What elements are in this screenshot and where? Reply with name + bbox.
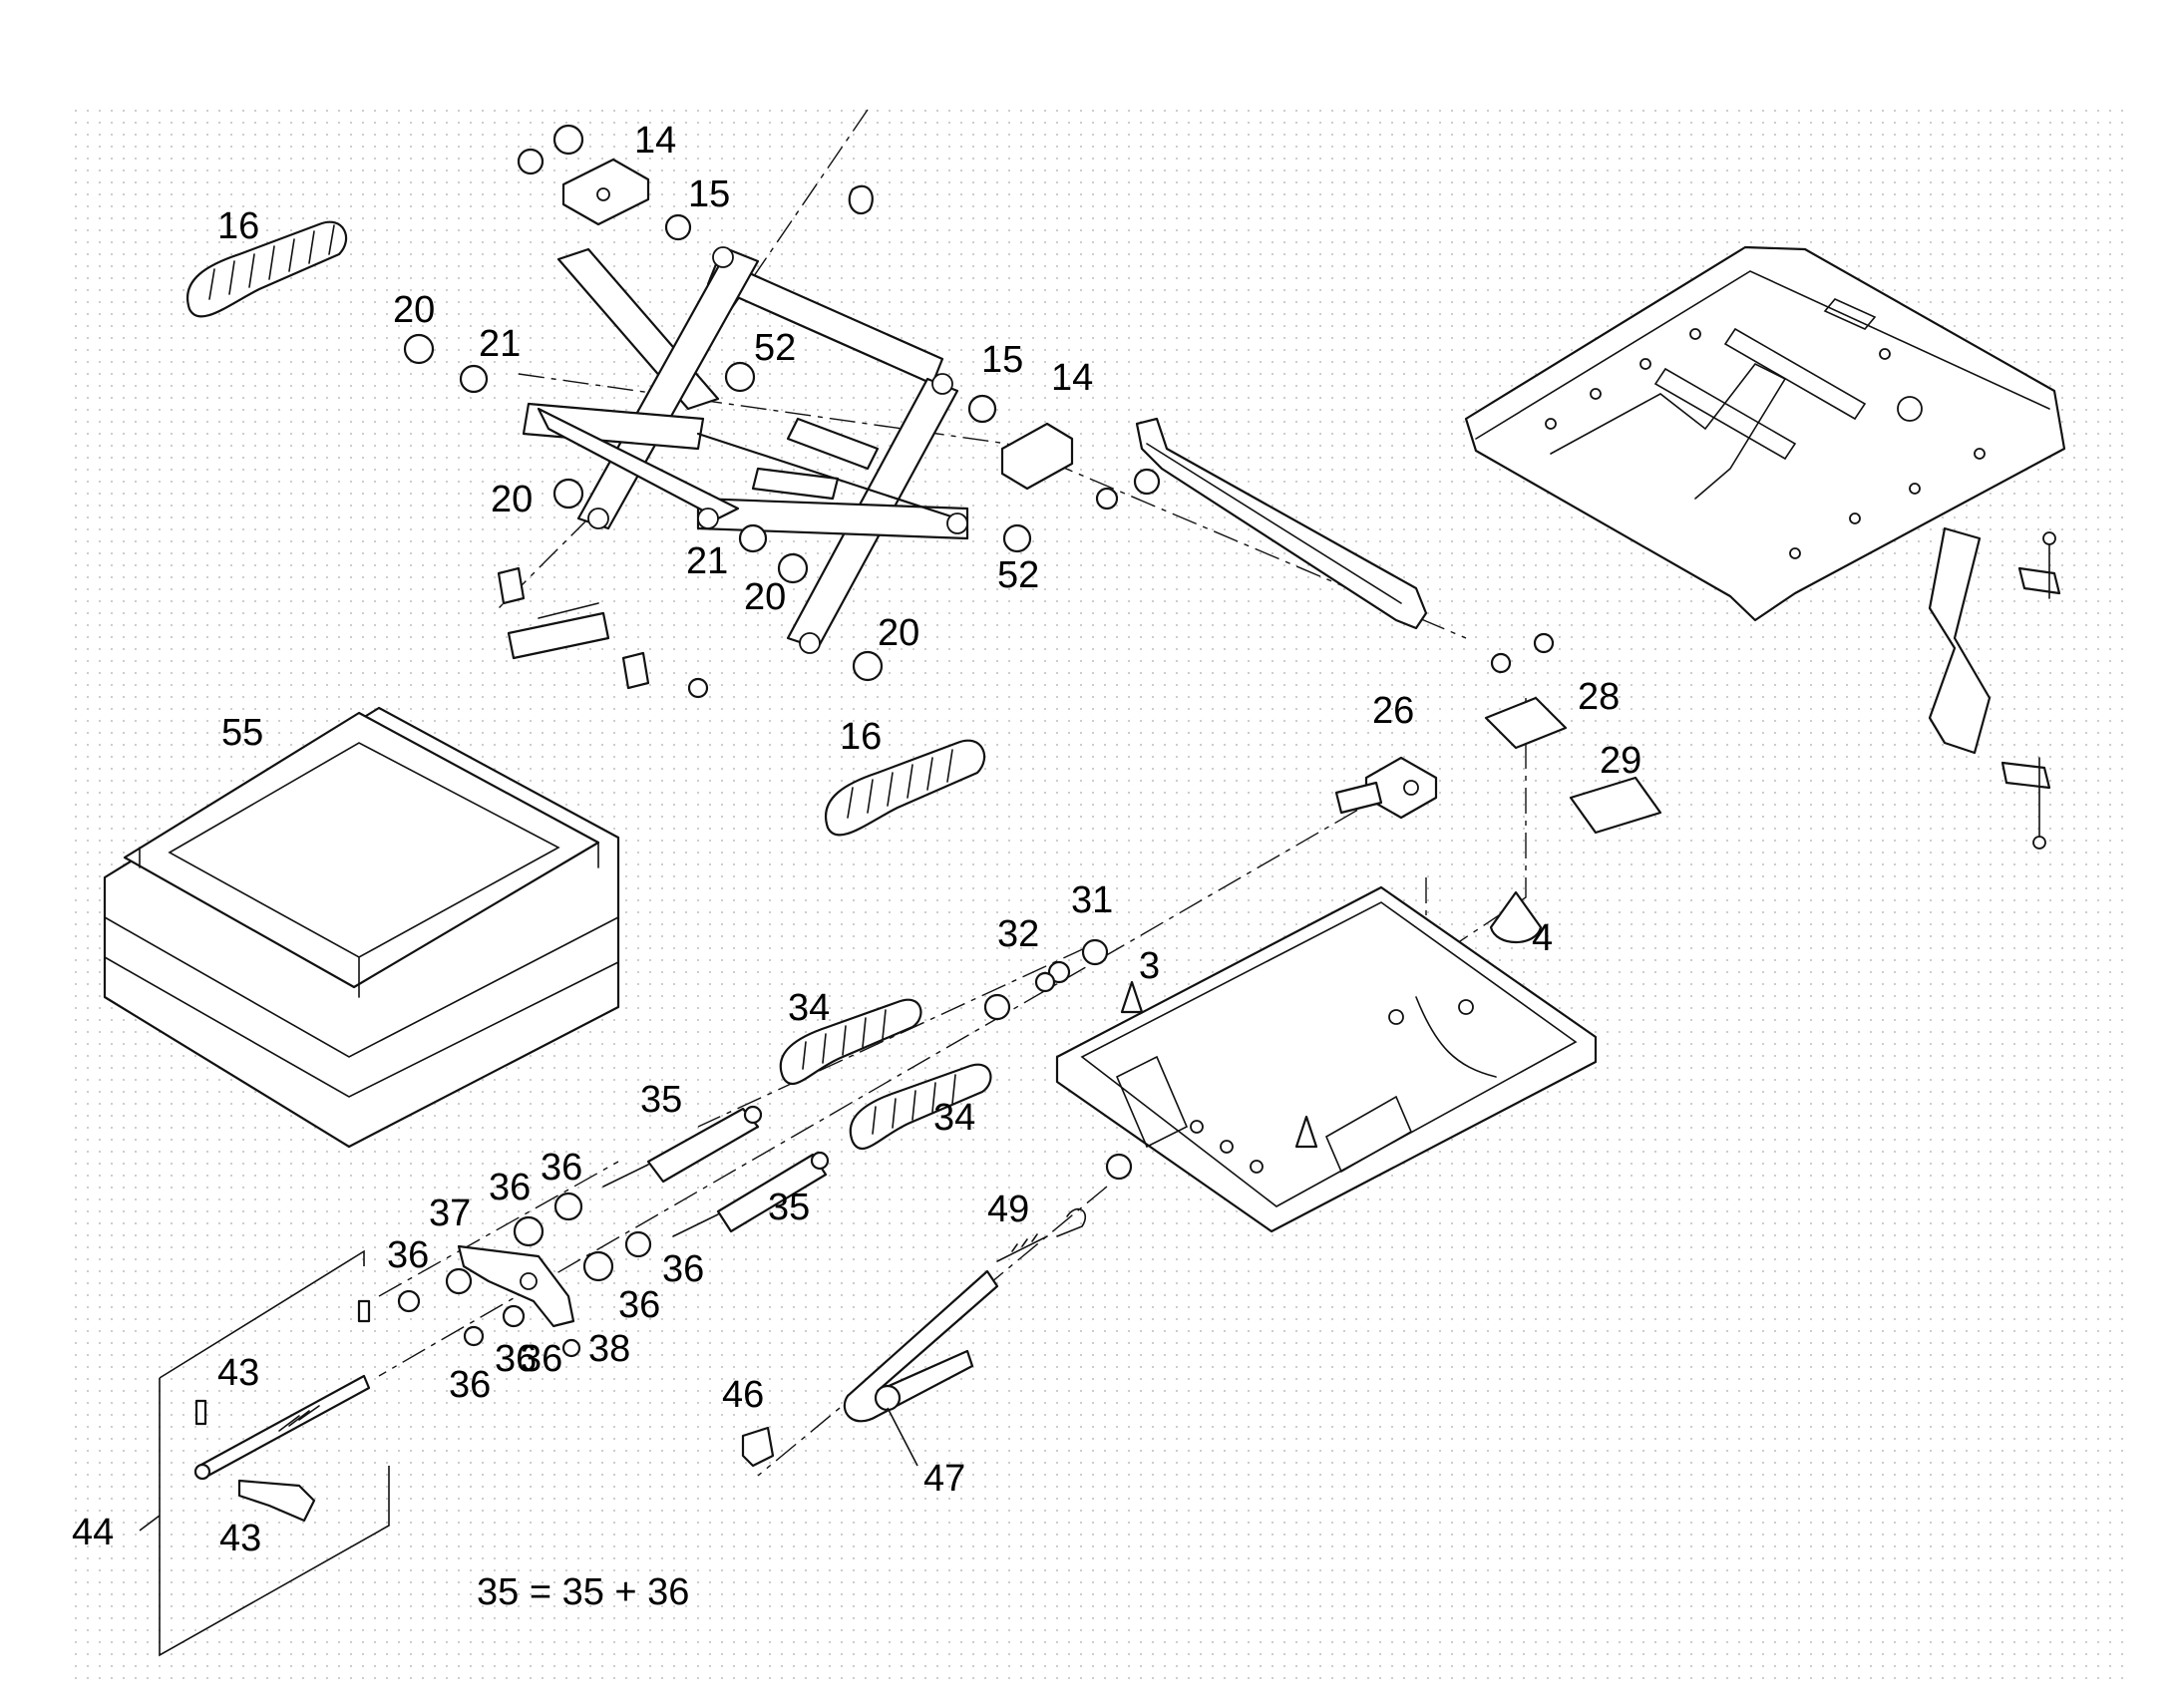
label-52: 52 — [754, 327, 797, 369]
label-44: 44 — [72, 1512, 115, 1553]
label-20d: 20 — [878, 612, 920, 654]
label-49: 49 — [987, 1189, 1030, 1230]
label-20b: 20 — [491, 479, 534, 520]
scissor-frame — [522, 184, 969, 654]
lever-37-and-nuts — [397, 1192, 652, 1358]
label-15b: 15 — [981, 339, 1024, 381]
label-35: 35 — [640, 1079, 683, 1121]
label-38: 38 — [588, 1328, 631, 1370]
spring-34-lower — [849, 1063, 992, 1150]
label-34: 34 — [788, 987, 831, 1029]
label-52b: 52 — [997, 554, 1040, 596]
label-36g: 36 — [449, 1364, 492, 1406]
label-4: 4 — [1532, 917, 1554, 959]
label-34b: 34 — [933, 1097, 976, 1139]
label-16: 16 — [217, 205, 260, 247]
damper-35-upper — [602, 1105, 763, 1188]
label-46: 46 — [722, 1374, 765, 1416]
pivot-26 — [1334, 756, 1438, 820]
spring-16-mid — [825, 739, 986, 837]
spring-49 — [996, 1207, 1087, 1262]
label-15: 15 — [688, 173, 731, 215]
label-29: 29 — [1600, 740, 1642, 782]
spring-16-top — [186, 220, 348, 318]
label-36: 36 — [541, 1147, 583, 1189]
label-31: 31 — [1071, 879, 1114, 921]
label-37: 37 — [429, 1193, 472, 1234]
base-frame — [1055, 885, 1598, 1233]
label-21: 21 — [479, 323, 522, 365]
shaft-43 — [193, 1299, 371, 1523]
plate-28 — [1484, 632, 1568, 750]
spring-34-upper — [779, 998, 922, 1085]
bellows-boot-55 — [103, 706, 620, 1149]
side-strap-assembly — [1928, 526, 2061, 850]
label-3: 3 — [1139, 945, 1161, 987]
clip-46 — [741, 1426, 775, 1468]
label-36b: 36 — [489, 1167, 532, 1208]
label-35b: 35 — [768, 1187, 811, 1228]
label-20: 20 — [393, 289, 436, 331]
label-16b: 16 — [840, 716, 883, 758]
label-14: 14 — [634, 120, 677, 162]
seat-top-plate — [1464, 245, 2066, 622]
label-36d: 36 — [662, 1248, 705, 1290]
slide-bracket — [1135, 417, 1428, 630]
small-linkage — [497, 566, 709, 699]
damper-35-lower — [672, 1151, 830, 1237]
label-20c: 20 — [744, 576, 787, 618]
label-21b: 21 — [686, 540, 729, 582]
pad-29 — [1569, 776, 1662, 835]
label-36c: 36 — [387, 1234, 430, 1276]
label-47: 47 — [923, 1458, 966, 1500]
kit-formula: 35 = 35 + 36 — [477, 1571, 690, 1613]
label-43b: 43 — [219, 1518, 262, 1559]
label-43: 43 — [217, 1352, 260, 1394]
label-28: 28 — [1578, 676, 1621, 718]
label-14b: 14 — [1051, 357, 1094, 399]
label-36h: 36 — [521, 1338, 563, 1380]
label-36f: 36 — [495, 1338, 538, 1380]
assembly-44-bracket — [139, 1249, 390, 1657]
label-55: 55 — [221, 712, 264, 754]
label-36e: 36 — [618, 1284, 661, 1326]
washers-31-32 — [983, 938, 1109, 1021]
lever-47 — [843, 1269, 999, 1467]
label-32: 32 — [997, 913, 1040, 955]
bushings-bolts — [403, 124, 1161, 682]
label-26: 26 — [1372, 690, 1415, 732]
